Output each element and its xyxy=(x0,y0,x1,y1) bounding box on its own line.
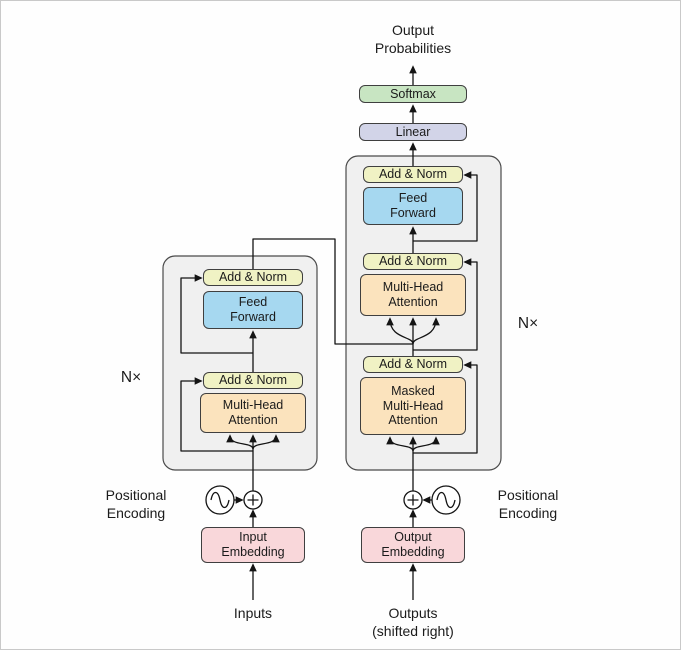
wire-decoder-residual-masked-attention xyxy=(413,361,478,454)
sine-wave-icon xyxy=(210,491,230,509)
wire-encoder-output-to-decoder xyxy=(252,238,413,345)
wire-masked-attention-foot-left xyxy=(386,436,414,452)
input-embedding-box: Input Embedding xyxy=(201,527,305,563)
outputs-label: Outputs (shifted right) xyxy=(372,605,454,640)
positional-encoding-label-left: Positional Encoding xyxy=(105,487,167,522)
softmax-box: Softmax xyxy=(359,85,467,103)
wire-decoder-residual-ff xyxy=(413,171,478,242)
positional-encoding-icon-right xyxy=(431,485,461,515)
wire-cross-attention-foot-left xyxy=(386,317,414,345)
encoder-addnorm-attention-box: Add & Norm xyxy=(203,372,303,389)
positional-encoding-icon-left xyxy=(205,485,235,515)
linear-box: Linear xyxy=(359,123,467,141)
plus-icon xyxy=(247,494,259,506)
wire-encoder-residual-ff xyxy=(180,274,253,354)
encoder-stack-group xyxy=(162,255,318,471)
output-probabilities-label: Output Probabilities xyxy=(374,22,452,57)
add-icon-right xyxy=(403,490,423,510)
add-icon-left xyxy=(243,490,263,510)
wire-encoder-attention-foot-right xyxy=(252,434,280,450)
encoder-attention-box: Multi-Head Attention xyxy=(200,393,306,433)
wire-decoder-residual-cross-attention xyxy=(413,258,478,351)
positional-encoding-label-right: Positional Encoding xyxy=(497,487,559,522)
wires xyxy=(180,65,478,600)
sine-wave-icon xyxy=(436,491,456,509)
encoder-repeat-label: N× xyxy=(120,369,142,386)
decoder-addnorm-masked-attention-box: Add & Norm xyxy=(363,356,463,373)
decoder-feed-forward-box: Feed Forward xyxy=(363,187,463,225)
inputs-label: Inputs xyxy=(233,605,273,621)
wire-masked-attention-foot-right xyxy=(412,436,440,452)
decoder-addnorm-cross-attention-box: Add & Norm xyxy=(363,253,463,270)
decoder-cross-attention-box: Multi-Head Attention xyxy=(360,274,466,316)
decoder-addnorm-ff-box: Add & Norm xyxy=(363,166,463,183)
wire-encoder-residual-attention xyxy=(180,377,253,452)
wire-cross-attention-foot-right xyxy=(412,317,440,345)
encoder-addnorm-ff-box: Add & Norm xyxy=(203,269,303,286)
encoder-feed-forward-box: Feed Forward xyxy=(203,291,303,329)
output-embedding-box: Output Embedding xyxy=(361,527,465,563)
plus-icon xyxy=(407,494,419,506)
decoder-masked-attention-box: Masked Multi-Head Attention xyxy=(360,377,466,435)
wire-encoder-attention-foot-left xyxy=(226,434,254,450)
decoder-repeat-label: N× xyxy=(517,315,539,332)
